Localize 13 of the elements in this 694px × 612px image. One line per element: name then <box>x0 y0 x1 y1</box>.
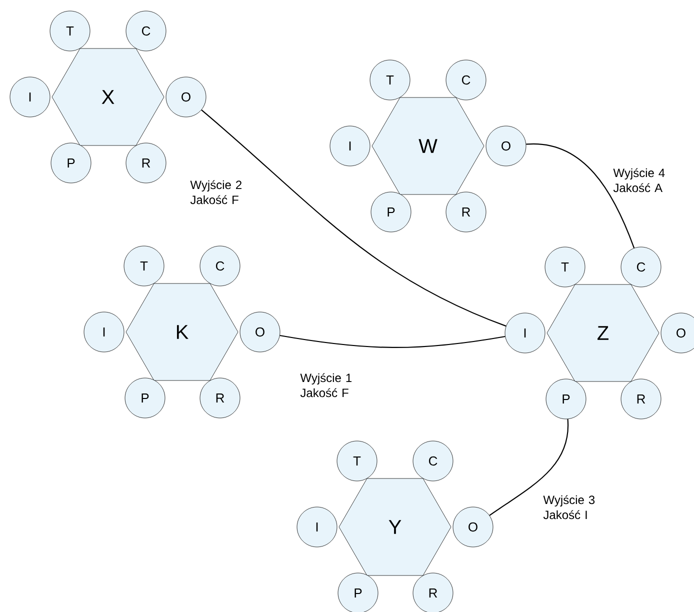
function-hexagon: K <box>126 283 238 381</box>
edge-label: Wyjście 4 Jakość A <box>613 168 665 192</box>
connector-curve <box>526 144 635 248</box>
edge-label: Wyjście 3 Jakość I <box>543 495 595 520</box>
function-hexagon: Y <box>338 478 452 576</box>
function-hexagon: W <box>372 97 484 195</box>
edge-label: Wyjście 1 Jakość F <box>300 373 352 398</box>
connector-curve <box>280 334 506 348</box>
function-hexagon: X <box>52 48 164 146</box>
connector-curve <box>489 419 568 516</box>
connector-curve <box>201 110 506 327</box>
function-hexagon: Z <box>546 284 660 382</box>
edge-label: Wyjście 2 Jakość F <box>190 180 242 204</box>
